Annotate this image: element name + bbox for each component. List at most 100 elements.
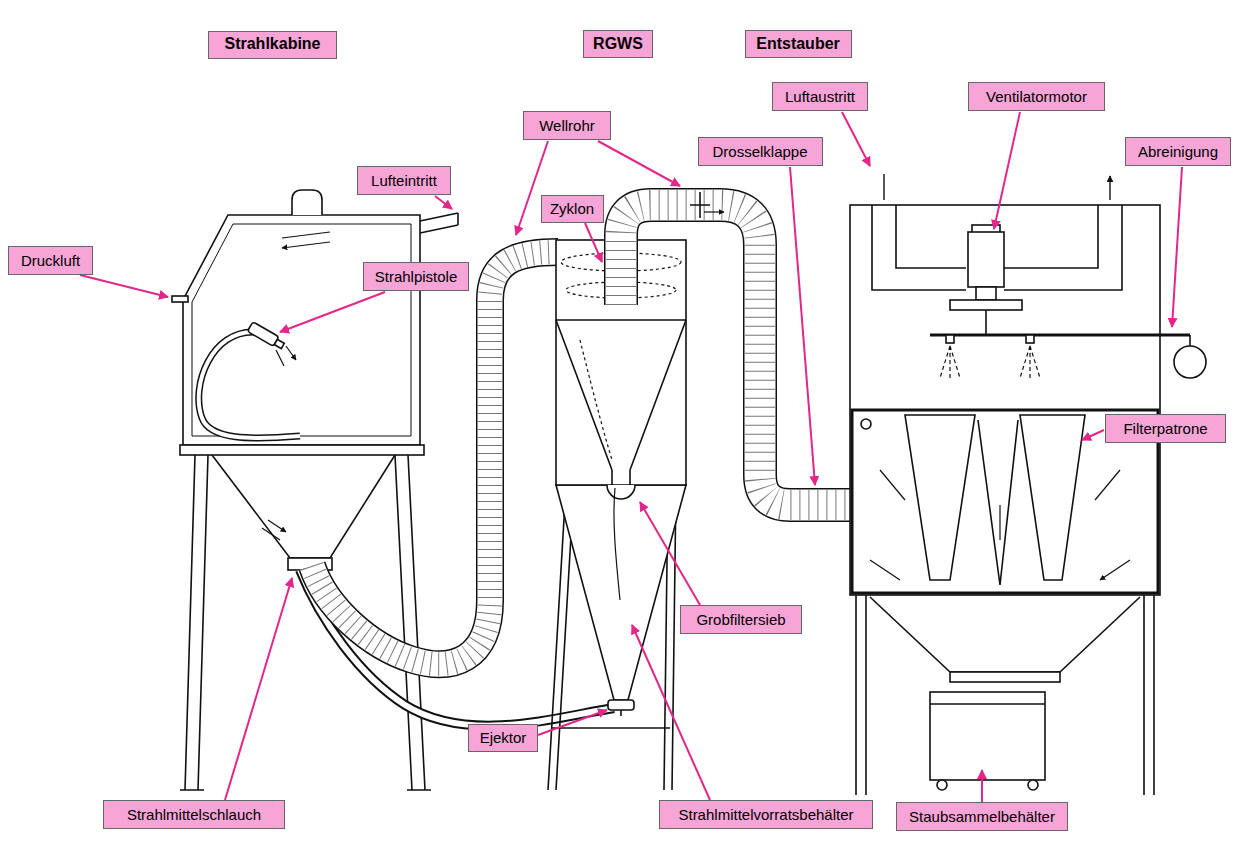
label-text: Strahlkabine [224, 35, 320, 53]
label-text: Entstauber [756, 35, 840, 53]
part-label: Ventilatormotor [968, 82, 1105, 111]
part-label: Wellrohr [523, 111, 611, 140]
leader-arrows [80, 275, 168, 297]
part-label: Strahlmittelvorratsbehälter [659, 800, 873, 829]
label-text: Filterpatrone [1123, 420, 1207, 437]
dust-collector [1028, 780, 1038, 790]
label-text: Ejektor [480, 729, 527, 746]
dust-collector [870, 597, 1140, 672]
blast-cabinet [199, 332, 300, 438]
leader-arrows [1172, 167, 1182, 327]
cyclone-separator [620, 710, 622, 716]
leader-arrows [1082, 430, 1104, 440]
part-label: Drosselklappe [698, 137, 823, 166]
leader-arrows [280, 292, 385, 332]
leader-arrows [585, 223, 602, 262]
blast-cabinet [212, 455, 395, 558]
leader-arrows [538, 710, 607, 735]
dust-collector [884, 174, 1110, 200]
corrugated-hose [312, 252, 558, 664]
cyclone-separator [556, 485, 686, 700]
part-label: Grobfiltersieb [680, 605, 802, 634]
part-label: Luftaustritt [772, 82, 868, 111]
dust-collector [930, 334, 1190, 337]
cyclone-separator [608, 700, 634, 710]
exhaust-pipe [690, 192, 710, 218]
label-text: RGWS [593, 35, 643, 53]
cyclone-separator [607, 485, 635, 499]
blast-cabinet [180, 789, 431, 791]
dust-collector [940, 346, 1040, 380]
dust-collector [1020, 415, 1085, 580]
label-text: Strahlpistole [375, 268, 458, 285]
label-text: Strahlmittelvorratsbehälter [678, 806, 853, 823]
leader-arrows [225, 578, 292, 800]
blast-cabinet [420, 213, 458, 233]
leader-arrows [981, 770, 983, 802]
part-label: Ejektor [468, 724, 538, 752]
exhaust-pipe [621, 205, 850, 505]
blast-cabinet [199, 332, 300, 438]
dust-collector [930, 703, 1045, 705]
dust-collector [1026, 335, 1034, 343]
dust-collector [850, 205, 1160, 595]
blast-cabinet [247, 322, 278, 347]
part-label: Lufteintritt [357, 166, 451, 195]
label-text: Strahlmittelschlauch [127, 806, 261, 823]
blast-cabinet [262, 520, 286, 540]
cyclone-separator [556, 320, 686, 485]
leader-arrows [598, 141, 680, 186]
label-text: Grobfiltersieb [696, 611, 785, 628]
dust-collector [930, 692, 1045, 780]
dust-collector [985, 310, 987, 335]
part-label: Zyklon [541, 195, 604, 223]
dust-collector [1189, 335, 1191, 346]
leader-arrows [80, 112, 1182, 802]
cyclone-separator [580, 340, 612, 460]
label-text: Lufteintritt [371, 172, 437, 189]
dust-collector [905, 415, 975, 580]
leader-arrows [640, 502, 700, 605]
part-label: Staubsammelbehälter [896, 802, 1068, 831]
cyclone-separator [614, 488, 620, 600]
cyclone-separator [552, 727, 670, 729]
corrugated-hose [312, 252, 558, 664]
dust-collector [976, 287, 996, 300]
dust-collector [950, 672, 1060, 682]
dust-collector [870, 470, 1130, 580]
label-text: Ventilatormotor [986, 88, 1087, 105]
exhaust-pipe [621, 205, 850, 505]
part-label: Druckluft [8, 246, 93, 275]
leader-arrows [790, 167, 815, 485]
label-text: Drosselklappe [712, 143, 807, 160]
blast-cabinet [192, 224, 411, 436]
part-label: Strahlmittelschlauch [103, 800, 285, 829]
dust-collector [861, 419, 871, 429]
blast-cabinet [247, 322, 285, 351]
part-label: Filterpatrone [1105, 414, 1226, 443]
dust-collector [978, 420, 1018, 585]
dust-collector [850, 174, 1206, 795]
dust-collector [856, 595, 1154, 795]
exhaust-pipe [704, 211, 724, 212]
part-label: Abreinigung [1125, 137, 1231, 166]
blast-cabinet [183, 215, 420, 445]
label-text: Zyklon [550, 200, 594, 217]
blast-cabinet [172, 190, 458, 790]
blast-cabinet [180, 445, 424, 455]
blast-cabinet [185, 455, 425, 790]
dust-collector [1174, 346, 1206, 378]
dust-collector [946, 335, 954, 343]
label-text: Staubsammelbehälter [909, 808, 1055, 825]
blast-cabinet [274, 339, 284, 348]
leader-arrows [994, 112, 1020, 229]
label-text: Wellrohr [539, 117, 595, 134]
dust-collector [937, 780, 947, 790]
section-heading: Strahlkabine [208, 31, 337, 59]
blast-cabinet [292, 190, 322, 215]
cyclone-separator [548, 240, 686, 790]
exhaust-pipe [621, 205, 850, 505]
